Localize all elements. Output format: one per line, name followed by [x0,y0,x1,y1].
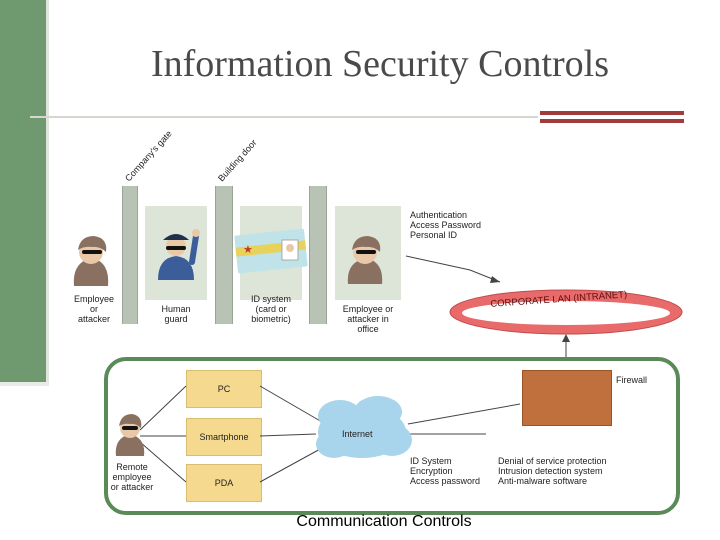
pda-label: PDA [214,478,234,488]
pc-box: PC [186,370,262,408]
attacker-figure-icon [73,236,109,286]
title-accent-rule-bottom [540,119,684,123]
corporate-lan-ring: CORPORATE LAN (INTRANET) [449,289,683,335]
firewall-box [522,370,612,426]
pc-label: PC [217,384,231,394]
smartphone-label: Smartphone [199,432,249,442]
id-system-list: ID System Encryption Access password [410,456,481,486]
office-attacker-label: Employee or attacker in office [342,304,394,334]
left-accent-bar [0,0,46,382]
building-door-label: Building door [216,138,259,184]
physical-controls-drawing: Company's gate Building door ★ CO [73,129,683,360]
id-card-icon: ★ [234,228,308,274]
guard-figure-icon [158,229,200,280]
title-rule [30,116,538,118]
office-attacker-icon [347,236,383,284]
authentication-list: Authentication Access Password Personal … [410,210,482,240]
title-accent-rule-top [540,111,684,115]
remote-attacker-label: Remote employee or attacker [110,462,154,492]
office-pillar [309,186,327,324]
smartphone-box: Smartphone [186,418,262,456]
id-system-label: ID system (card or biometric) [250,294,291,324]
protection-list: Denial of service protection Intrusion d… [498,456,607,486]
left-accent-foot [0,382,49,386]
employee-attacker-label: Employee or attacker [73,294,115,324]
human-guard-label: Human guard [161,304,191,324]
pda-box: PDA [186,464,262,502]
companys-gate-label: Company's gate [123,129,174,184]
svg-text:★: ★ [243,243,253,256]
gate-pillar [122,186,138,324]
slide-title: Information Security Controls [150,43,610,85]
door-pillar [215,186,233,324]
auth-connector-line [405,255,501,283]
diagram-caption: Communication Controls [296,513,472,530]
firewall-label: Firewall [616,375,648,385]
left-accent-edge [46,0,49,382]
